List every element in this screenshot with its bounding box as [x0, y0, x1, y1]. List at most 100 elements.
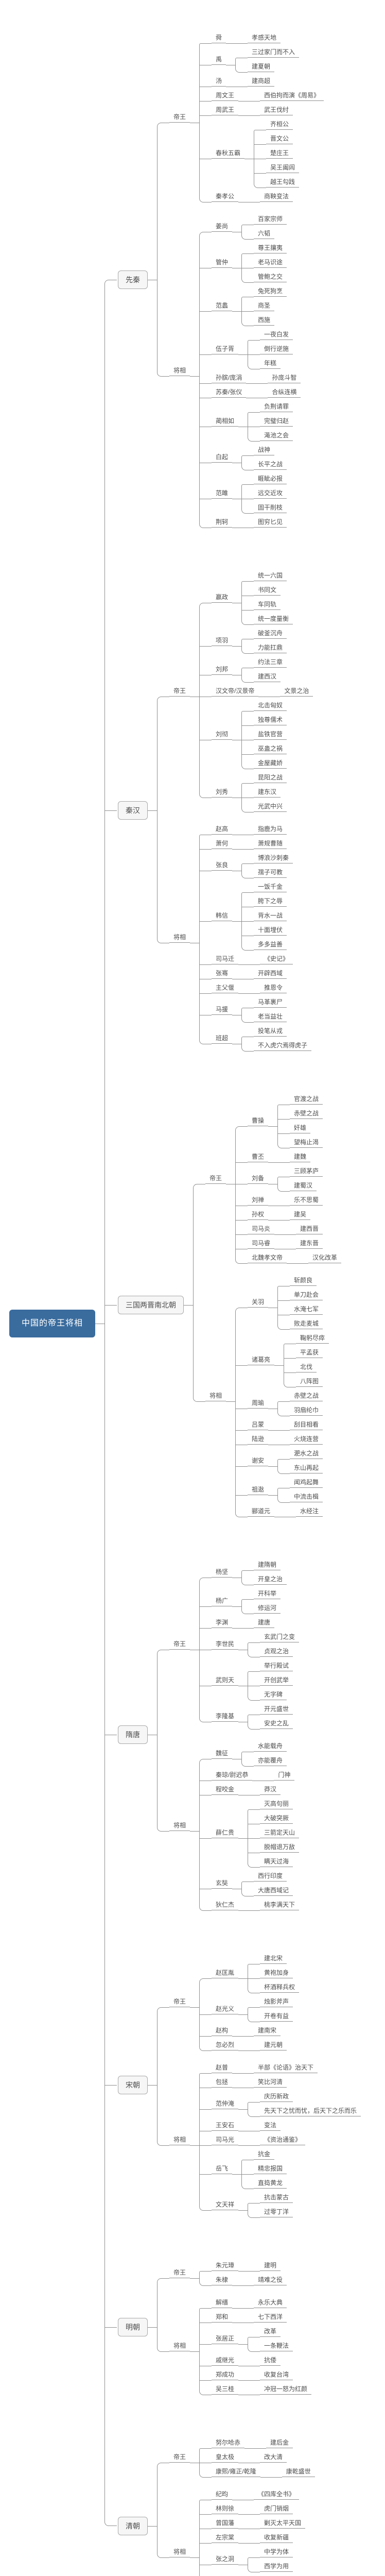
detail-node[interactable]: 百家宗师: [254, 213, 287, 225]
person-node[interactable]: 孙膑/庞涓: [212, 372, 247, 383]
detail-node[interactable]: 淝水之战: [290, 1448, 323, 1459]
person-node[interactable]: 项羽: [212, 635, 233, 646]
person-node[interactable]: 朱元璋: [212, 2260, 239, 2271]
detail-node[interactable]: 瞒天过海: [260, 1856, 293, 1867]
detail-node[interactable]: 斩颜良: [290, 1275, 317, 1286]
person-node[interactable]: 解缙: [212, 2297, 233, 2308]
person-node[interactable]: 狄仁杰: [212, 1899, 239, 1910]
detail-node[interactable]: 渑池之会: [260, 430, 293, 441]
detail-node[interactable]: 收复新疆: [260, 2532, 293, 2543]
category-node[interactable]: 帝王: [169, 2451, 190, 2463]
detail-node[interactable]: 脱帽退万敌: [260, 1841, 300, 1853]
detail-node[interactable]: 平孟获: [296, 1347, 323, 1358]
detail-node[interactable]: 盐铁官营: [254, 728, 287, 740]
detail-node[interactable]: 举行殿试: [260, 1660, 293, 1671]
detail-node[interactable]: 合纵连横: [268, 386, 301, 398]
detail-node[interactable]: 书同文: [254, 584, 281, 596]
detail-node[interactable]: 力能扛鼎: [254, 642, 287, 653]
detail-node[interactable]: 背水一战: [254, 910, 287, 921]
detail-node[interactable]: 三过家门而不入: [248, 46, 300, 58]
detail-node[interactable]: 大破突厥: [260, 1812, 293, 1824]
person-node[interactable]: 岳飞: [212, 2163, 233, 2174]
person-node[interactable]: 赵光义: [212, 2003, 239, 2014]
category-node[interactable]: 将相: [169, 2134, 190, 2145]
person-node[interactable]: 祖逖: [248, 1484, 269, 1495]
person-node[interactable]: 曹丕: [248, 1151, 269, 1162]
person-node[interactable]: 北魏孝文帝: [248, 1252, 287, 1263]
category-node[interactable]: 将相: [169, 2546, 190, 2557]
detail-node[interactable]: 变法: [260, 2120, 281, 2131]
person-node[interactable]: 玄奘: [212, 1877, 233, 1889]
detail-node[interactable]: 火烧连营: [290, 1433, 323, 1445]
detail-node[interactable]: 《资治通鉴》: [260, 2134, 306, 2145]
detail-node[interactable]: 莽汉: [260, 1784, 281, 1795]
detail-node[interactable]: 收复台湾: [260, 2369, 293, 2380]
detail-node[interactable]: 先天下之忧而忧，后天下之乐而乐: [260, 2105, 361, 2116]
detail-node[interactable]: 北击匈奴: [254, 700, 287, 711]
detail-node[interactable]: 建后金: [266, 2437, 293, 2448]
detail-node[interactable]: 羽扇纶巾: [290, 1404, 323, 1416]
detail-node[interactable]: 不入虎穴焉得虎子: [254, 1040, 312, 1051]
person-node[interactable]: 吴三桂: [212, 2383, 239, 2395]
detail-node[interactable]: 北伐: [296, 1361, 317, 1372]
person-node[interactable]: 苏秦/张仪: [212, 386, 247, 398]
detail-node[interactable]: 败走麦城: [290, 1318, 323, 1329]
detail-node[interactable]: 《史记》: [260, 953, 293, 964]
detail-node[interactable]: 建隋朝: [254, 1559, 281, 1570]
detail-node[interactable]: 望梅止渴: [290, 1137, 323, 1148]
detail-node[interactable]: 十面埋伏: [254, 924, 287, 936]
person-node[interactable]: 文天祥: [212, 2199, 239, 2210]
person-node[interactable]: 司马迁: [212, 953, 239, 964]
detail-node[interactable]: 孙庞斗智: [268, 372, 301, 383]
person-node[interactable]: 秦孝公: [212, 191, 239, 202]
person-node[interactable]: 嬴政: [212, 591, 233, 603]
person-node[interactable]: 杨坚: [212, 1566, 233, 1578]
dynasty-node[interactable]: 三国两晋南北朝: [118, 1295, 184, 1314]
person-node[interactable]: 萧何: [212, 838, 233, 849]
dynasty-node[interactable]: 明朝: [118, 2317, 148, 2336]
detail-node[interactable]: 建唐: [254, 1617, 275, 1628]
detail-node[interactable]: 贞观之治: [260, 1646, 293, 1657]
person-node[interactable]: 陆逊: [248, 1433, 269, 1445]
detail-node[interactable]: 管鲍之交: [254, 271, 287, 282]
detail-node[interactable]: 八阵图: [296, 1376, 323, 1387]
detail-node[interactable]: 建西晋: [296, 1223, 323, 1234]
category-node[interactable]: 帝王: [169, 111, 190, 123]
person-node[interactable]: 郦道元: [248, 1505, 275, 1517]
detail-node[interactable]: 康乾盛世: [282, 2466, 315, 2477]
person-node[interactable]: 禹: [212, 54, 226, 65]
person-node[interactable]: 谢安: [248, 1455, 269, 1466]
person-node[interactable]: 主父偃: [212, 982, 239, 993]
person-node[interactable]: 姜尚: [212, 221, 233, 232]
person-node[interactable]: 郑成功: [212, 2369, 239, 2380]
person-node[interactable]: 左宗棠: [212, 2532, 239, 2543]
person-node[interactable]: 刘邦: [212, 664, 233, 675]
person-node[interactable]: 刘备: [248, 1173, 269, 1184]
dynasty-node[interactable]: 清朝: [118, 2516, 148, 2535]
detail-node[interactable]: 开卷有益: [260, 2010, 293, 2022]
detail-node[interactable]: 无字碑: [260, 1689, 287, 1700]
detail-node[interactable]: 庆历新政: [260, 2091, 293, 2102]
detail-node[interactable]: 鞠躬尽瘁: [296, 1332, 329, 1344]
person-node[interactable]: 郑和: [212, 2311, 233, 2323]
detail-node[interactable]: 安史之乱: [260, 1718, 293, 1729]
detail-node[interactable]: 老马识途: [254, 257, 287, 268]
detail-node[interactable]: 独尊儒术: [254, 714, 287, 725]
dynasty-node[interactable]: 隋唐: [118, 1725, 148, 1744]
detail-node[interactable]: 约法三章: [254, 656, 287, 668]
detail-node[interactable]: 虎门销烟: [260, 2503, 293, 2514]
detail-node[interactable]: 负荆请罪: [260, 401, 293, 412]
detail-node[interactable]: 萧规曹随: [254, 838, 287, 849]
detail-node[interactable]: 奸雄: [290, 1122, 311, 1133]
detail-node[interactable]: 抗金: [254, 2148, 275, 2160]
person-node[interactable]: 赵普: [212, 2062, 233, 2073]
detail-node[interactable]: 抗倭: [260, 2354, 281, 2366]
category-node[interactable]: 帝王: [169, 1638, 190, 1650]
detail-node[interactable]: 东山再起: [290, 1462, 323, 1473]
detail-node[interactable]: 破釜沉舟: [254, 628, 287, 639]
person-node[interactable]: 范蠡: [212, 300, 233, 311]
detail-node[interactable]: 改大清: [260, 2451, 287, 2463]
detail-node[interactable]: 固干削枝: [254, 502, 287, 513]
person-node[interactable]: 张良: [212, 859, 233, 871]
dynasty-node[interactable]: 先秦: [118, 270, 148, 289]
